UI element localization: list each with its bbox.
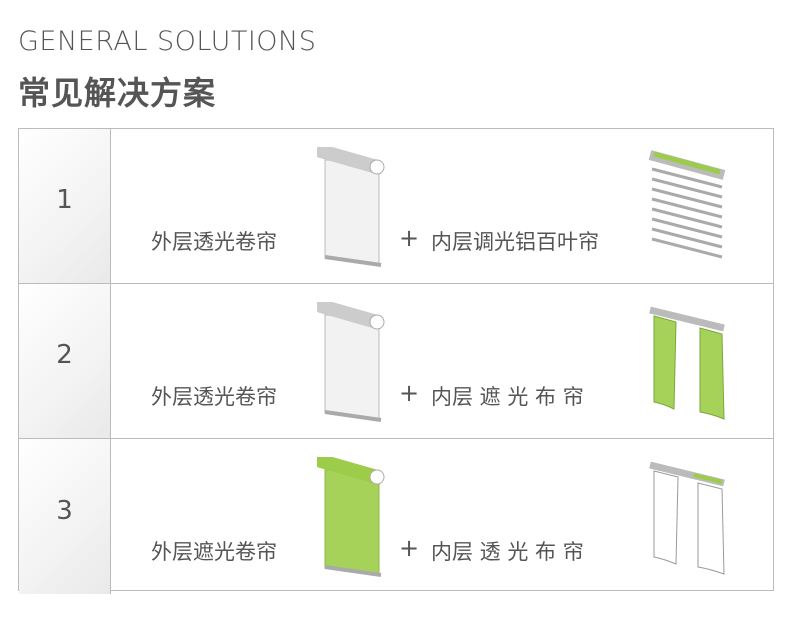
row-number: 3	[19, 439, 111, 594]
plus-sign: +	[399, 379, 420, 407]
solutions-table: 1 外层透光卷帘 + 内层调光铝百叶帘 2 外层透光卷帘 + 内层 遮 光 布 …	[18, 128, 774, 594]
outer-layer-label: 外层透光卷帘	[151, 230, 277, 254]
inner-layer-label: 内层 透 光 布 帘	[431, 540, 584, 564]
table-row: 3 外层遮光卷帘 + 内层 透 光 布 帘	[19, 439, 773, 594]
inner-layer-label: 内层 遮 光 布 帘	[431, 385, 584, 409]
green-roller-blind-icon	[314, 454, 393, 583]
table-row: 1 外层透光卷帘 + 内层调光铝百叶帘	[19, 129, 773, 284]
outer-layer-label: 外层遮光卷帘	[151, 540, 277, 564]
row-number: 1	[19, 129, 111, 283]
plus-sign: +	[399, 534, 420, 562]
outer-layer-label: 外层透光卷帘	[151, 385, 277, 409]
white-roller-blind-icon	[314, 299, 393, 428]
white-roller-blind-icon	[314, 144, 393, 273]
inner-layer-label: 内层调光铝百叶帘	[431, 230, 599, 254]
white-curtain-icon	[644, 459, 734, 583]
title-english: GENERAL SOLUTIONS	[18, 26, 317, 57]
plus-sign: +	[399, 224, 420, 252]
row-number: 2	[19, 284, 111, 438]
green-curtain-icon	[644, 304, 734, 428]
aluminum-venetian-blind-icon	[644, 149, 734, 268]
title-chinese: 常见解决方案	[18, 74, 217, 112]
table-row: 2 外层透光卷帘 + 内层 遮 光 布 帘	[19, 284, 773, 439]
